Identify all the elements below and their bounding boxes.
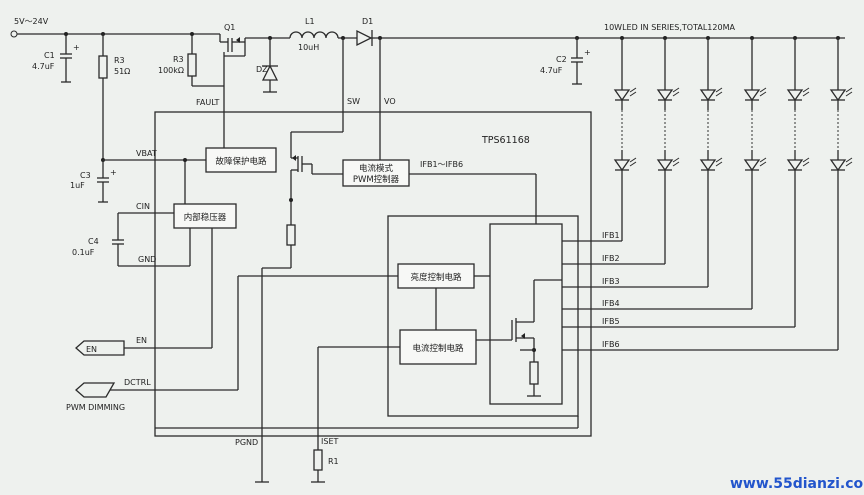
c3-label: C3 xyxy=(80,171,91,180)
dctrl-label: DCTRL xyxy=(124,378,151,387)
en-pin-label: EN xyxy=(136,336,147,345)
ifb3-label: IFB3 xyxy=(602,277,620,286)
ifb5-label: IFB5 xyxy=(602,317,620,326)
pgnd-label: PGND xyxy=(235,438,258,447)
internal-regulator-block xyxy=(173,203,237,229)
ifb6-label: IFB6 xyxy=(602,340,620,349)
current-sink-box xyxy=(387,215,579,417)
led-title: 10WLED IN SERIES,TOTAL120MA xyxy=(604,23,735,32)
capacitor-c1: + xyxy=(60,32,80,83)
pwm-controller-label-2: PWM控制器 xyxy=(353,174,400,185)
fault-label: FAULT xyxy=(196,98,220,107)
led-string-5 xyxy=(562,36,810,328)
fault-protect-label: 故障保护电路 xyxy=(215,156,267,167)
iset-label: ISET xyxy=(321,437,338,446)
d1-label: D1 xyxy=(362,17,373,26)
l1-label: L1 xyxy=(305,17,315,26)
led-string-1 xyxy=(562,36,637,242)
sink-mosfet xyxy=(476,279,562,397)
pwm-dimming-label: PWM DIMMING xyxy=(66,403,125,412)
dz-label: DZ xyxy=(256,65,268,74)
chip-outline xyxy=(154,111,592,437)
sw-label: SW xyxy=(347,97,360,106)
zener-dz xyxy=(261,36,279,93)
sink-array-box xyxy=(489,223,563,405)
ifb-range-label: IFB1～IFB6 xyxy=(420,160,463,169)
fault-protect-block xyxy=(205,147,277,173)
r3b-value: 100kΩ xyxy=(158,66,184,75)
ifb4-label: IFB4 xyxy=(602,299,620,308)
vo-net xyxy=(378,36,382,162)
iset-net xyxy=(311,346,400,483)
c3-value: 1uF xyxy=(70,181,85,190)
inductor-l1 xyxy=(289,31,339,39)
top-rail xyxy=(10,30,845,39)
cin-gnd-net xyxy=(112,212,191,267)
r1-label: R1 xyxy=(328,457,339,466)
chip-name: TPS61168 xyxy=(481,135,530,146)
current-control-label: 电流控制电路 xyxy=(412,343,464,354)
c4-label: C4 xyxy=(88,237,99,246)
capacitor-c3: + xyxy=(97,160,117,203)
l1-value: 10uH xyxy=(298,43,319,52)
resistor-r3-100k xyxy=(187,32,224,87)
c1-value: 4.7uF xyxy=(32,62,55,71)
switch-mosfet xyxy=(255,155,343,483)
vbat-net xyxy=(101,158,206,204)
vo-label: VO xyxy=(384,97,396,106)
vin-label: 5V～24V xyxy=(14,17,49,26)
resistor-r3 xyxy=(98,32,108,160)
en-net xyxy=(75,228,213,356)
ifb2-label: IFB2 xyxy=(602,254,620,263)
c2-label: C2 xyxy=(556,55,567,64)
brightness-control-label: 亮度控制电路 xyxy=(410,272,462,283)
led-string-6 xyxy=(562,36,853,351)
en-input-label: EN xyxy=(86,345,97,354)
r3-value: 51Ω xyxy=(114,67,130,76)
ifb1-label: IFB1 xyxy=(602,231,620,240)
dctrl-net xyxy=(75,275,398,398)
watermark: www.55dianzi.com xyxy=(730,476,864,492)
led-strings xyxy=(562,36,853,351)
led-string-2 xyxy=(562,36,680,265)
q1-label: Q1 xyxy=(224,23,235,32)
led-string-3 xyxy=(562,36,723,288)
capacitor-c2: + xyxy=(571,36,591,85)
led-string-4 xyxy=(562,36,767,310)
pwm-controller-block xyxy=(342,159,410,187)
transistor-q1 xyxy=(219,34,246,148)
c4-value: 0.1uF xyxy=(72,248,95,257)
diode-d1 xyxy=(356,29,375,47)
sw-net xyxy=(290,36,345,158)
c1-label: C1 xyxy=(44,51,55,60)
svg-text:+: + xyxy=(110,168,117,177)
cin-label: CIN xyxy=(136,202,150,211)
internal-regulator-label: 内部稳压器 xyxy=(184,212,227,223)
r3b-label: R3 xyxy=(173,55,184,64)
vbat-label: VBAT xyxy=(136,149,157,158)
c2-value: 4.7uF xyxy=(540,66,563,75)
r3-label: R3 xyxy=(114,56,125,65)
svg-text:+: + xyxy=(73,43,80,52)
svg-text:+: + xyxy=(584,48,591,57)
gnd-label: GND xyxy=(138,255,156,264)
pwm-controller-label-1: 电流模式 xyxy=(359,163,394,174)
